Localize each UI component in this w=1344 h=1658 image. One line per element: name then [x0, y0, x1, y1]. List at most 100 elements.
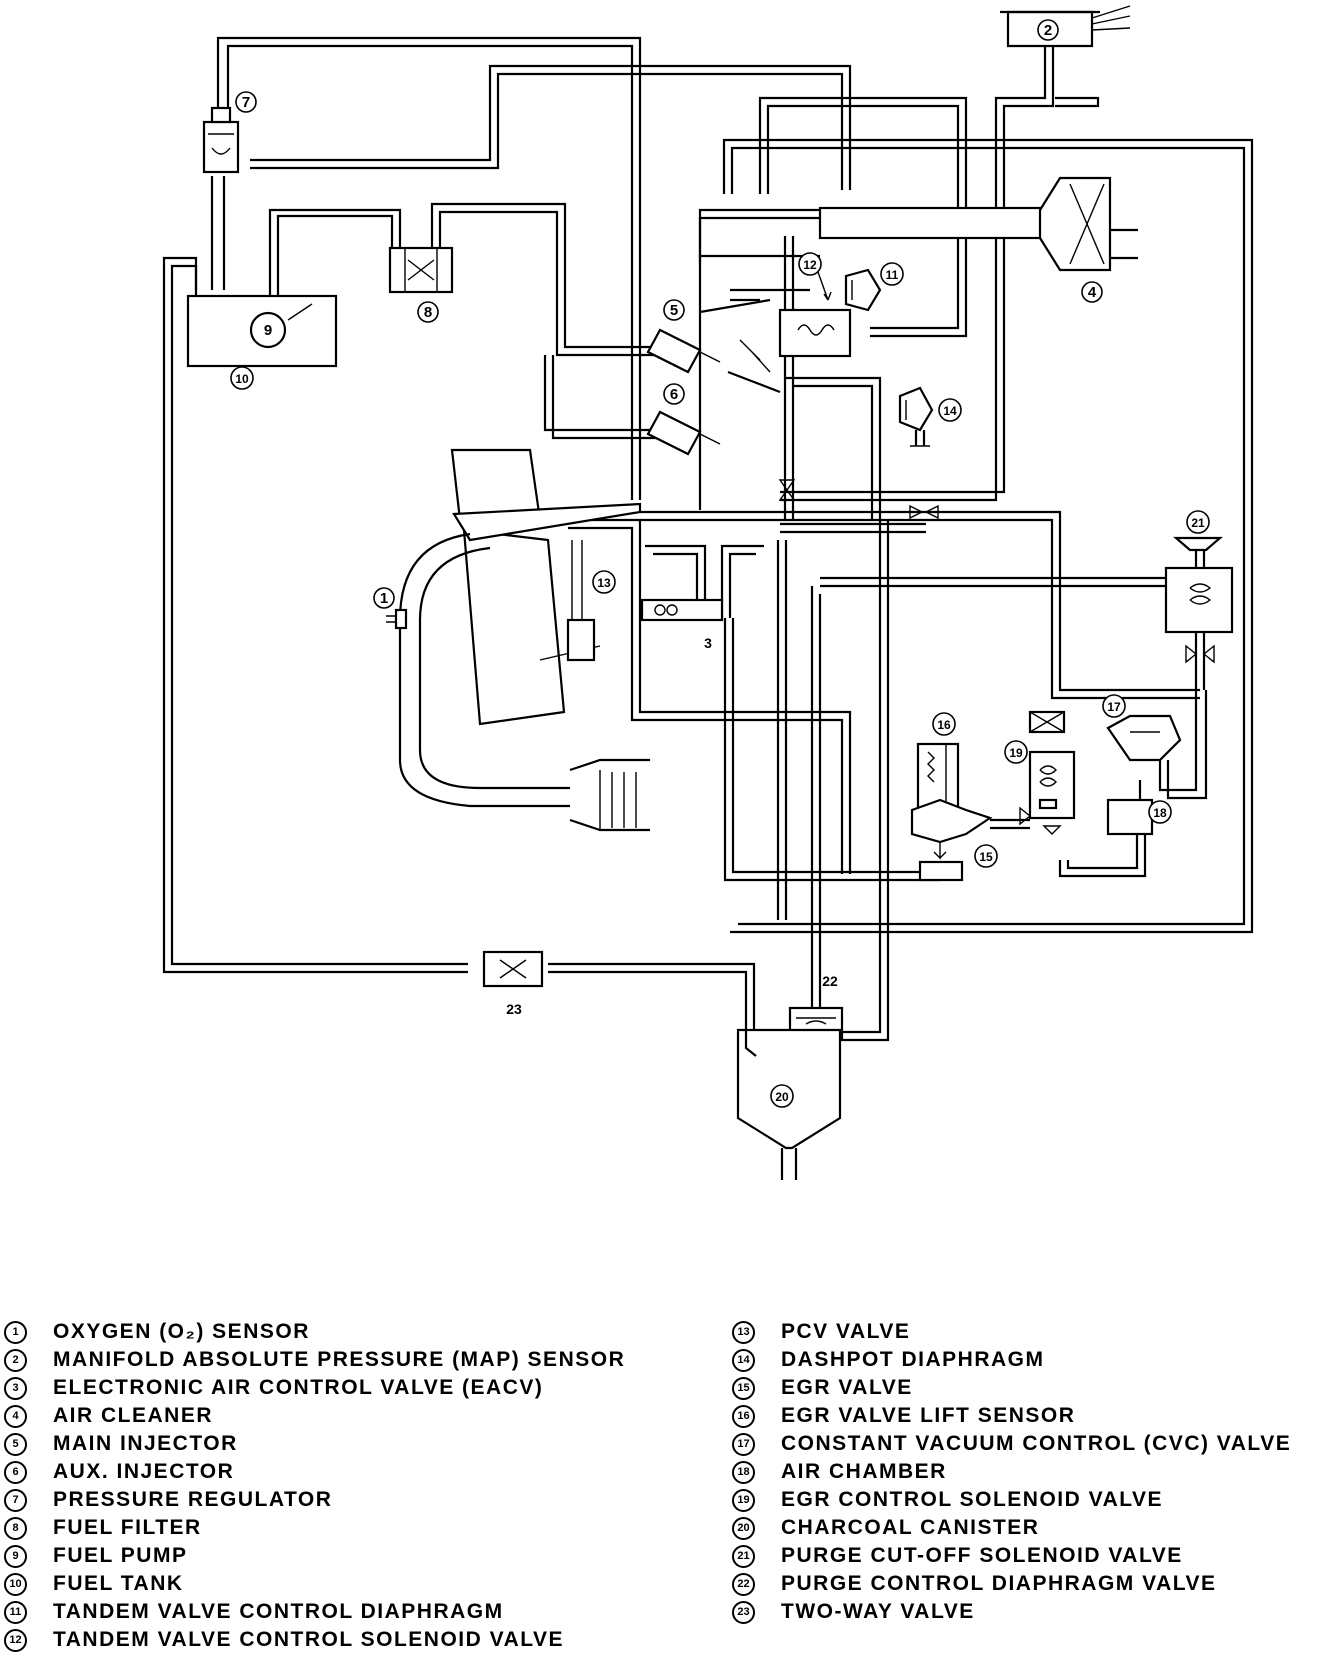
callout-15: 15 — [974, 844, 998, 868]
svg-text:5: 5 — [670, 302, 678, 319]
callout-2: 2 — [1037, 19, 1059, 41]
legend-label: MAIN INJECTOR — [53, 1432, 238, 1455]
two-way-valve — [482, 950, 544, 988]
legend-label: AUX. INJECTOR — [53, 1460, 235, 1483]
svg-text:6: 6 — [670, 386, 678, 403]
legend-number: 2 — [4, 1348, 27, 1372]
callout-23: 23 — [506, 1001, 522, 1017]
legend-item: 15 EGR VALVE — [732, 1374, 1291, 1402]
svg-text:19: 19 — [1009, 746, 1023, 760]
legend-number: 6 — [4, 1460, 27, 1484]
legend-label: DASHPOT DIAPHRAGM — [781, 1348, 1045, 1371]
svg-text:11: 11 — [886, 268, 899, 282]
legend-label: PRESSURE REGULATOR — [53, 1488, 333, 1511]
throttle-body — [699, 288, 852, 394]
callout-19: 19 — [1004, 740, 1028, 764]
svg-text:1: 1 — [380, 590, 388, 607]
air-cleaner — [1038, 176, 1138, 272]
callout-6: 6 — [663, 383, 685, 405]
svg-text:14: 14 — [943, 404, 957, 418]
eacv — [640, 598, 724, 622]
map-sensor — [1000, 5, 1131, 58]
callout-12: 12 — [798, 252, 832, 301]
legend-label: TANDEM VALVE CONTROL SOLENOID VALVE — [53, 1628, 565, 1651]
svg-text:3: 3 — [704, 635, 712, 651]
legend-number: 16 — [732, 1404, 755, 1428]
callout-18: 18 — [1148, 800, 1172, 824]
callout-14: 14 — [938, 398, 962, 422]
legend-number: 11 — [4, 1600, 27, 1624]
cvc-valve — [1106, 714, 1182, 762]
legend-item: 12 TANDEM VALVE CONTROL SOLENOID VALVE — [4, 1626, 625, 1654]
callout-9: 9 — [264, 322, 272, 339]
svg-text:15: 15 — [979, 850, 993, 864]
svg-text:18: 18 — [1153, 806, 1167, 820]
legend-number: 8 — [4, 1516, 27, 1540]
callout-8: 8 — [417, 301, 439, 323]
callout-5: 5 — [663, 299, 685, 321]
legend-label: OXYGEN (O₂) SENSOR — [53, 1320, 310, 1343]
callout-16: 16 — [932, 712, 956, 736]
legend-number: 19 — [732, 1488, 755, 1512]
callout-7: 7 — [235, 91, 257, 113]
legend-label: FUEL FILTER — [53, 1516, 202, 1539]
callout-21: 21 — [1186, 510, 1210, 534]
legend-label: CONSTANT VACUUM CONTROL (CVC) VALVE — [781, 1432, 1292, 1455]
legend-label: PURGE CUT-OFF SOLENOID VALVE — [781, 1544, 1183, 1567]
legend-label: ELECTRONIC AIR CONTROL VALVE (EACV) — [53, 1376, 544, 1399]
callout-4: 4 — [1081, 281, 1103, 303]
fuel-filter — [388, 246, 454, 294]
svg-text:12: 12 — [803, 258, 817, 272]
legend-label: EGR CONTROL SOLENOID VALVE — [781, 1488, 1164, 1511]
callout-1: 1 — [373, 587, 395, 609]
legend-number: 15 — [732, 1376, 755, 1400]
legend-number: 22 — [732, 1572, 755, 1596]
callout-3: 3 — [704, 635, 712, 651]
legend-item: 21 PURGE CUT-OFF SOLENOID VALVE — [732, 1542, 1291, 1570]
legend-label: PURGE CONTROL DIAPHRAGM VALVE — [781, 1572, 1217, 1595]
callout-20: 20 — [770, 1084, 794, 1108]
legend-number: 13 — [732, 1320, 755, 1344]
svg-text:10: 10 — [235, 372, 249, 386]
legend-number: 9 — [4, 1544, 27, 1568]
legend-label: FUEL TANK — [53, 1572, 184, 1595]
legend-number: 10 — [4, 1572, 27, 1596]
callout-10: 10 — [230, 366, 254, 390]
fuel-tank — [186, 294, 338, 368]
tandem-valve-diaphragm — [844, 268, 882, 312]
legend-number: 4 — [4, 1404, 27, 1428]
svg-text:7: 7 — [242, 94, 250, 111]
legend-item: 6 AUX. INJECTOR — [4, 1458, 625, 1486]
purge-cut-off-solenoid-valve — [1164, 536, 1234, 690]
main-injector — [646, 328, 721, 374]
callout-13: 13 — [592, 570, 616, 594]
legend-number: 12 — [4, 1628, 27, 1652]
legend-item: 8 FUEL FILTER — [4, 1514, 625, 1542]
legend-number: 7 — [4, 1488, 27, 1512]
legend-item: 22 PURGE CONTROL DIAPHRAGM VALVE — [732, 1570, 1291, 1598]
egr-control-solenoid-valve — [1028, 710, 1076, 820]
svg-text:20: 20 — [775, 1090, 789, 1104]
legend-label: EGR VALVE — [781, 1376, 913, 1399]
svg-text:23: 23 — [506, 1001, 522, 1017]
legend-label: EGR VALVE LIFT SENSOR — [781, 1404, 1076, 1427]
legend-item: 23 TWO-WAY VALVE — [732, 1598, 1291, 1626]
legend-label: TWO-WAY VALVE — [781, 1600, 975, 1623]
svg-text:2: 2 — [1044, 22, 1052, 39]
svg-text:4: 4 — [1088, 284, 1097, 301]
callout-11: 11 — [880, 262, 904, 286]
components — [186, 5, 1234, 1180]
dashpot-diaphragm — [898, 386, 934, 447]
legend-item: 16 EGR VALVE LIFT SENSOR — [732, 1402, 1291, 1430]
legend-label: CHARCOAL CANISTER — [781, 1516, 1040, 1539]
legend-number: 23 — [732, 1600, 755, 1624]
legend-number: 21 — [732, 1544, 755, 1568]
vacuum-hose-routing-diagram: 1 2 3 4 5 6 7 8 9 10 11 12 13 14 15 16 1… — [162, 5, 1254, 1180]
